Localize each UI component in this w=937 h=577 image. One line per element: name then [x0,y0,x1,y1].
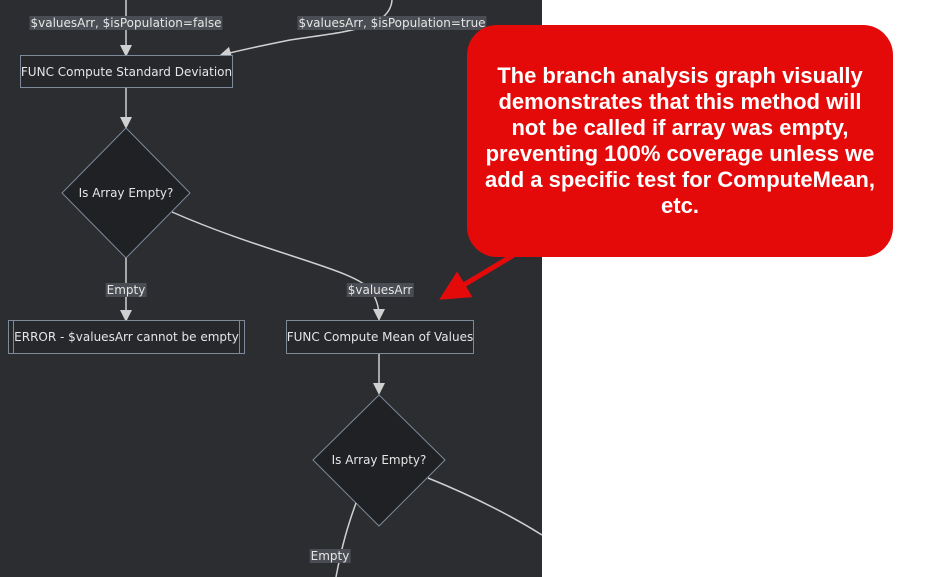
edge-label-values-arr: $valuesArr [346,283,414,297]
callout-text: The branch analysis graph visually demon… [485,63,875,218]
node-compute-mean: FUNC Compute Mean of Values [286,320,474,354]
edge-values-2 [427,477,542,536]
flowchart-edges [61,0,542,577]
node-error-empty: ERROR - $valuesArr cannot be empty [8,320,245,354]
decision-label-1: Is Array Empty? [78,186,174,200]
edge-label-empty-1: Empty [105,283,147,297]
edge-label-values-pop-true: $valuesArr, $isPopulation=true [297,16,487,30]
annotation-callout: The branch analysis graph visually demon… [467,25,893,257]
flowchart-diagram: $valuesArr, $isPopulation=false $valuesA… [0,0,542,577]
edge-empty-2 [335,502,357,577]
edge-values-to-mean [171,211,385,321]
edge-label-values-pop-false: $valuesArr, $isPopulation=false [29,16,223,30]
decision-diamond-2 [312,394,446,527]
edge-label-empty-2: Empty [309,549,351,563]
decision-label-2: Is Array Empty? [331,453,427,467]
node-compute-std-dev: FUNC Compute Standard Deviation [20,55,233,88]
